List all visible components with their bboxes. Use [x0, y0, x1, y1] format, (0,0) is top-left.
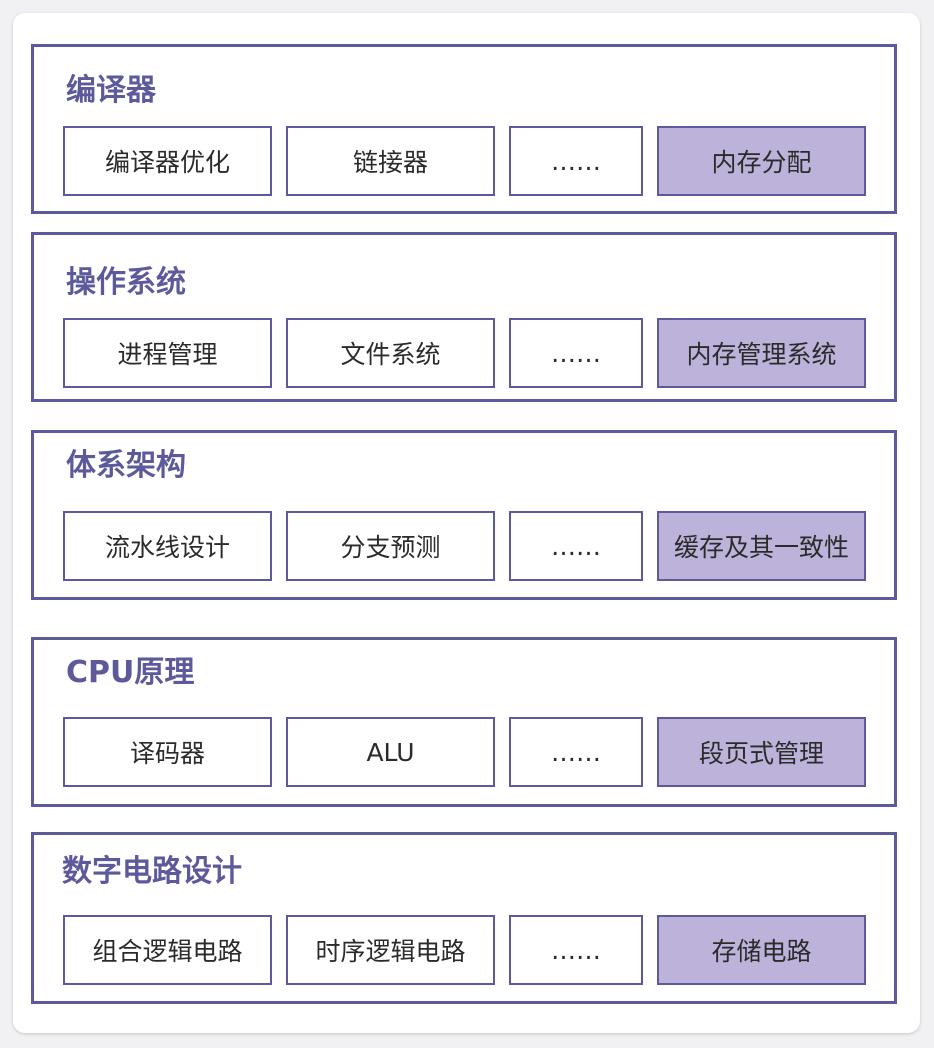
layer-digital-circuit-design: 数字电路设计 组合逻辑电路 时序逻辑电路 …… 存储电路 [31, 832, 897, 1004]
layer-item[interactable]: 分支预测 [286, 511, 495, 581]
layer-title: 操作系统 [66, 265, 186, 300]
layer-item[interactable]: 时序逻辑电路 [286, 915, 495, 985]
layer-title: 编译器 [66, 73, 156, 108]
layer-item-ellipsis[interactable]: …… [509, 126, 643, 196]
layer-cpu-principles: CPU原理 译码器 ALU …… 段页式管理 [31, 637, 897, 807]
layer-item[interactable]: 译码器 [63, 717, 272, 787]
layer-item[interactable]: 文件系统 [286, 318, 495, 388]
layer-item-ellipsis[interactable]: …… [509, 915, 643, 985]
layer-item[interactable]: 进程管理 [63, 318, 272, 388]
layer-architecture: 体系架构 流水线设计 分支预测 …… 缓存及其一致性 [31, 430, 897, 600]
layer-item-ellipsis[interactable]: …… [509, 511, 643, 581]
layer-item[interactable]: ALU [286, 717, 495, 787]
layer-item-highlighted[interactable]: 内存管理系统 [657, 318, 866, 388]
layer-item-ellipsis[interactable]: …… [509, 717, 643, 787]
layer-item-highlighted[interactable]: 段页式管理 [657, 717, 866, 787]
layer-item-highlighted[interactable]: 存储电路 [657, 915, 866, 985]
layer-item[interactable]: 流水线设计 [63, 511, 272, 581]
layer-item[interactable]: 组合逻辑电路 [63, 915, 272, 985]
layer-item-highlighted[interactable]: 缓存及其一致性 [657, 511, 866, 581]
layer-item[interactable]: 编译器优化 [63, 126, 272, 196]
layer-operating-system: 操作系统 进程管理 文件系统 …… 内存管理系统 [31, 232, 897, 402]
layer-compiler: 编译器 编译器优化 链接器 …… 内存分配 [31, 44, 897, 214]
layer-title: 体系架构 [66, 448, 186, 483]
layer-item-ellipsis[interactable]: …… [509, 318, 643, 388]
layer-item-highlighted[interactable]: 内存分配 [657, 126, 866, 196]
layer-item[interactable]: 链接器 [286, 126, 495, 196]
layer-title: 数字电路设计 [62, 854, 242, 889]
layer-title: CPU原理 [66, 655, 195, 690]
